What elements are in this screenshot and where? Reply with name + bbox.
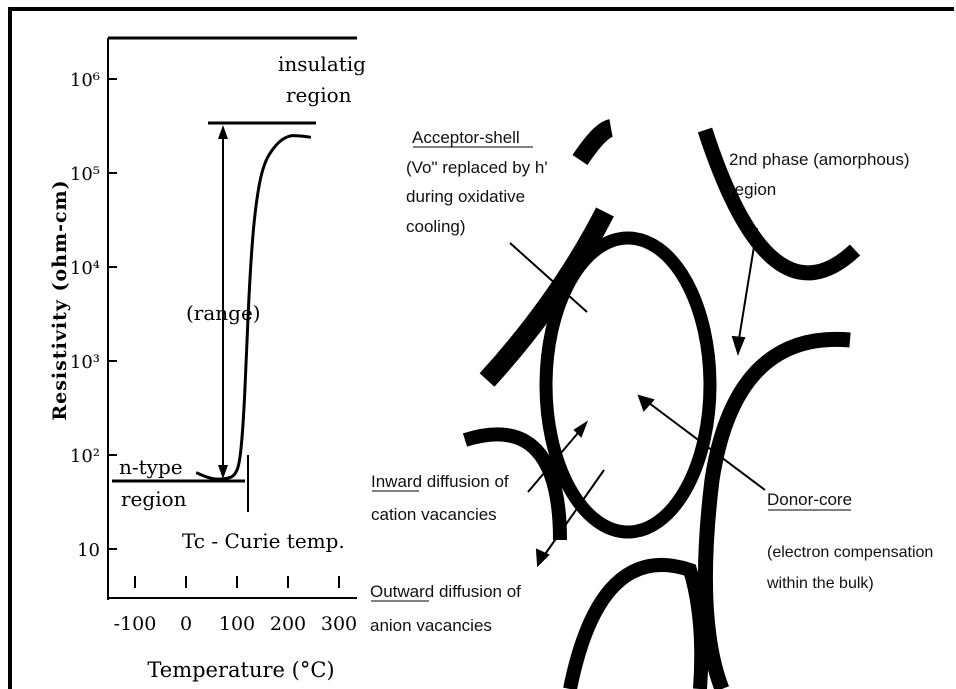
x-tick-label: 100	[219, 613, 255, 635]
range-label: (range)	[186, 301, 261, 325]
acceptor-shell-line-4: cooling)	[406, 217, 466, 236]
x-tick-label: 300	[321, 613, 357, 635]
acceptor-shell-label: Acceptor-shell (Vo" replaced by h' durin…	[406, 128, 552, 236]
resistivity-chart: 10 10² 10³ 10⁴ 10⁵ 10⁶ -100 0 100 200 300 Resisti…	[49, 38, 372, 682]
range-arrow-up-head	[218, 125, 228, 139]
acceptor-shell-line-3: during oxidative	[406, 187, 525, 206]
donor-core-line-1: Donor-core	[767, 490, 852, 509]
n-type-line-1: n-type	[119, 455, 183, 479]
second-phase-line-2: region	[729, 180, 776, 199]
right-grain	[705, 339, 850, 689]
x-tick-label: 200	[270, 613, 306, 635]
second-phase-arrowhead	[733, 337, 744, 353]
donor-core-line-3: within the bulk)	[766, 575, 874, 592]
bottom-grain	[570, 565, 701, 689]
acceptor-shell-line-1: Acceptor-shell	[412, 128, 520, 147]
second-phase-label: 2nd phase (amorphous) region	[729, 150, 914, 199]
second-phase-line-1: 2nd phase (amorphous)	[729, 150, 910, 169]
inward-diffusion-label: Inward diffusion of cation vacancies	[371, 472, 513, 524]
second-phase-leader	[738, 228, 757, 345]
acceptor-shell-arc-upper	[580, 128, 611, 160]
curie-temp-label: Tc - Curie temp.	[182, 529, 345, 553]
donor-core-line-2: (electron compensation	[767, 544, 933, 561]
x-tick-group: -100 0 100 200 300	[114, 576, 357, 635]
y-tick-label: 10⁴	[70, 258, 100, 279]
n-type-region-label: n-type region	[119, 455, 189, 511]
outward-line-1: Outward diffusion of	[370, 582, 521, 601]
insulating-line-1: insulatig	[278, 52, 366, 76]
grain-schematic	[465, 128, 855, 689]
inward-line-1: Inward diffusion of	[371, 472, 509, 491]
x-tick-label: -100	[114, 613, 157, 635]
y-tick-label: 10³	[70, 352, 100, 373]
outward-diffusion-label: Outward diffusion of anion vacancies	[370, 582, 526, 635]
n-type-line-2: region	[121, 487, 187, 511]
y-axis-label: Resistivity (ohm-cm)	[49, 179, 71, 420]
acceptor-shell-line-2: (Vo" replaced by h'	[406, 158, 548, 177]
x-axis-label: Temperature (°C)	[147, 658, 334, 682]
donor-core-label: Donor-core (electron compensation within…	[766, 490, 938, 592]
outward-line-2: anion vacancies	[370, 616, 492, 635]
y-tick-label: 10²	[70, 446, 100, 467]
donor-core-arrowhead	[639, 396, 653, 410]
insulating-region-label: insulatig region	[278, 52, 372, 107]
x-tick-label: 0	[180, 613, 192, 635]
inward-line-2: cation vacancies	[371, 505, 497, 524]
y-tick-group: 10 10² 10³ 10⁴ 10⁵ 10⁶	[70, 70, 117, 561]
y-tick-label: 10	[77, 540, 100, 561]
y-tick-label: 10⁵	[70, 164, 100, 185]
insulating-line-2: region	[286, 83, 352, 107]
y-tick-label: 10⁶	[70, 70, 100, 91]
